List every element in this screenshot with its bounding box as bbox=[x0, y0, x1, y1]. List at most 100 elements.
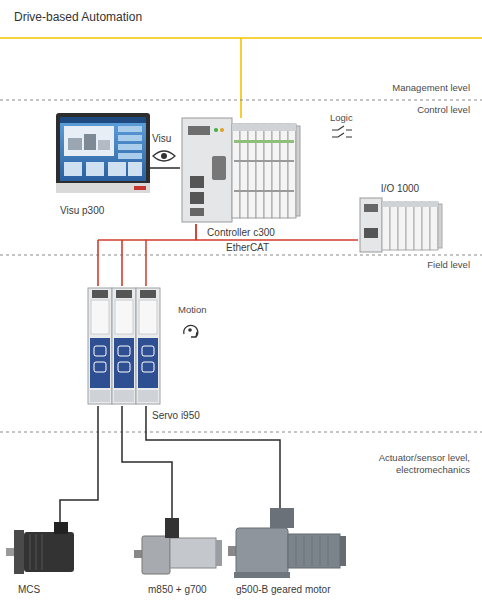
controller-unit bbox=[190, 208, 204, 216]
io-module bbox=[364, 228, 378, 238]
level-divider bbox=[0, 432, 482, 433]
management-bus bbox=[0, 38, 482, 118]
controller-unit bbox=[272, 124, 280, 218]
ethercat-bus bbox=[98, 240, 146, 286]
servo-motor bbox=[6, 522, 74, 574]
servo-drive bbox=[139, 300, 157, 334]
ethercat-link bbox=[146, 224, 196, 286]
io-module bbox=[438, 204, 442, 248]
level-label: Actuator/sensor level, electromechanics bbox=[345, 452, 470, 476]
hmi-panel bbox=[56, 113, 150, 193]
servo-drive bbox=[92, 290, 108, 298]
servo-drive bbox=[116, 290, 132, 298]
geared-motor bbox=[288, 534, 340, 568]
eye-icon bbox=[161, 153, 167, 159]
io-module bbox=[414, 202, 422, 250]
servo-gear-motor bbox=[134, 550, 142, 558]
hmi-panel bbox=[118, 135, 142, 141]
cable-link bbox=[150, 167, 180, 169]
cable-link bbox=[122, 406, 172, 518]
connection-label: Visu bbox=[152, 133, 171, 145]
controller-unit bbox=[190, 176, 204, 188]
controller-unit bbox=[234, 140, 294, 143]
hmi-panel bbox=[56, 113, 150, 193]
servo-drive bbox=[138, 338, 158, 388]
device-node: I/O 1000 bbox=[358, 196, 442, 254]
controller-unit bbox=[264, 124, 272, 218]
servo-drive bbox=[91, 300, 109, 334]
hmi-panel bbox=[134, 186, 146, 190]
ethercat-link bbox=[196, 224, 358, 240]
hmi-panel bbox=[64, 126, 114, 156]
eye-icon bbox=[153, 151, 175, 161]
servo-drive bbox=[140, 290, 156, 298]
level-label: Field level bbox=[427, 259, 470, 271]
servo-drive bbox=[142, 362, 154, 372]
controller-unit bbox=[188, 126, 210, 135]
logic-icon bbox=[332, 126, 352, 137]
io-module bbox=[364, 204, 378, 212]
level-label: Motion bbox=[178, 304, 207, 316]
geared-motor bbox=[236, 528, 288, 574]
servo-drive bbox=[118, 362, 130, 372]
device-node: Controller c300 bbox=[180, 116, 302, 224]
level-divider bbox=[0, 100, 482, 101]
servo-drive bbox=[114, 390, 134, 402]
geared-motor bbox=[270, 508, 294, 528]
io-module bbox=[360, 198, 442, 252]
device-node: MCS bbox=[14, 522, 80, 580]
connection-label: EtherCAT bbox=[226, 242, 269, 254]
servo-drive bbox=[114, 338, 134, 388]
management-bus bbox=[240, 38, 242, 118]
hmi-panel bbox=[84, 134, 96, 150]
servo-drive bbox=[142, 346, 154, 356]
geared-motor bbox=[228, 508, 346, 578]
servo-gear-motor bbox=[216, 540, 222, 566]
device-label: I/O 1000 bbox=[381, 183, 419, 195]
eye-icon bbox=[153, 151, 175, 161]
level-label: Control level bbox=[417, 104, 470, 116]
servo-drive bbox=[94, 362, 106, 372]
io-module bbox=[390, 202, 398, 250]
controller-unit bbox=[182, 118, 232, 222]
logic-icon bbox=[332, 126, 352, 137]
device-label: g500-B geared motor bbox=[236, 584, 331, 596]
controller-unit bbox=[288, 124, 296, 218]
servo-drive bbox=[90, 390, 110, 402]
controller-unit bbox=[232, 124, 240, 218]
motion-icon bbox=[184, 325, 198, 337]
hmi-panel bbox=[56, 183, 150, 193]
controller-unit bbox=[212, 156, 226, 180]
controller-unit bbox=[248, 124, 256, 218]
controller-unit bbox=[256, 124, 264, 218]
device-node: Servo i950 bbox=[86, 286, 164, 406]
servo-motor bbox=[14, 530, 24, 574]
hmi-panel bbox=[60, 117, 146, 181]
cable-link bbox=[60, 406, 98, 522]
servo-drive bbox=[90, 338, 110, 388]
controller-unit bbox=[234, 190, 294, 192]
controller-unit bbox=[182, 118, 300, 222]
io-module bbox=[430, 202, 438, 250]
servo-gear-motor bbox=[165, 518, 179, 538]
motion-icon bbox=[184, 325, 198, 337]
servo-drive bbox=[94, 346, 106, 356]
geared-motor bbox=[234, 572, 290, 578]
servo-gear-motor bbox=[134, 518, 222, 574]
device-node: g500-B geared motor bbox=[232, 508, 348, 580]
hmi-panel bbox=[118, 126, 142, 132]
hmi-panel bbox=[98, 140, 110, 150]
servo-drive bbox=[88, 288, 112, 404]
controller-unit bbox=[220, 128, 224, 132]
device-node: m850 + g700 bbox=[140, 518, 224, 580]
hmi-panel bbox=[128, 162, 142, 176]
servo-motor bbox=[6, 548, 14, 556]
servo-gear-motor bbox=[170, 538, 216, 568]
servo-motor bbox=[54, 522, 68, 534]
servo-motor bbox=[24, 532, 74, 572]
hmi-panel bbox=[108, 162, 126, 176]
servo-drive bbox=[88, 288, 160, 404]
ethercat-bus bbox=[97, 240, 99, 286]
level-label: Management level bbox=[392, 82, 470, 94]
